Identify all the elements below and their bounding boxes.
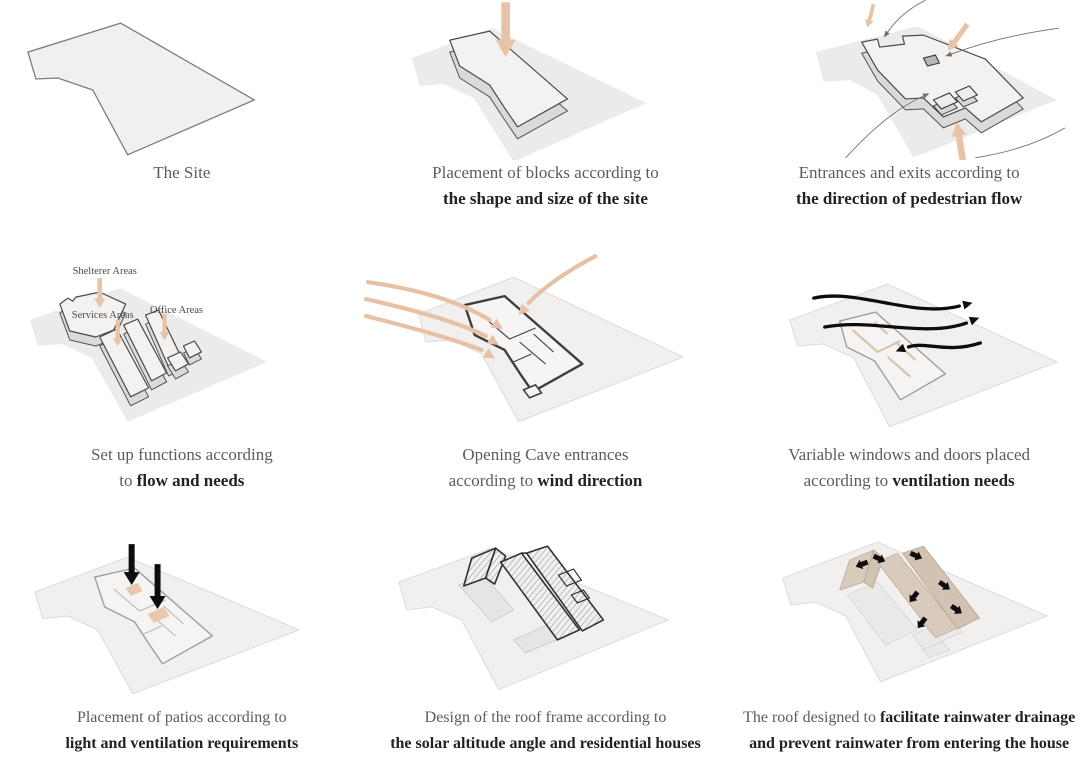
caption-roof-frame: Design of the roof frame according to th…: [390, 709, 701, 752]
panel-entrances-exits: Entrances and exits according to the dir…: [727, 0, 1091, 232]
patios-illustration: [34, 544, 301, 695]
pedestrian-arrow-icon: [862, 3, 878, 29]
entrance-block-top: [954, 85, 978, 102]
functions-illustration: Shelterer Areas Services Areas Office Ar…: [30, 266, 268, 422]
panel-patios: Placement of patios according to light a…: [0, 490, 364, 772]
site-illustration: [27, 22, 257, 156]
entrance-block-top: [932, 92, 958, 110]
building-block-top: [860, 34, 1024, 123]
caption-block-placement: Placement of blocks according to the sha…: [432, 163, 659, 208]
area-label-shelterer: Shelterer Areas: [73, 266, 137, 277]
light-arrow-icon: [149, 564, 166, 609]
wind-arrow-icon: [526, 254, 598, 306]
airflow-arrowhead-icon: [961, 298, 974, 310]
building-walls: [463, 294, 584, 394]
building-wall: [921, 641, 950, 659]
site-plot-shape: [27, 22, 257, 156]
wind-arrow-icon: [365, 280, 492, 323]
airflow-arrow-icon: [822, 321, 968, 331]
caption-functions-setup: Set up functions according to flow and n…: [90, 445, 273, 490]
panel-roof-frame: Design of the roof frame according to th…: [364, 490, 728, 772]
area-label-office: Office Areas: [150, 305, 203, 316]
airflow-arrow-icon: [906, 341, 982, 350]
building-walls: [838, 311, 946, 401]
interior-wall: [483, 316, 554, 365]
panel-cave-entrances: Opening Cave entrances according to wind…: [363, 232, 728, 490]
caption-cave-entrances: Opening Cave entrances according to wind…: [448, 445, 643, 490]
building-annex: [522, 383, 543, 399]
wind-arrow-icon: [363, 313, 484, 353]
interior-wall-tan: [851, 321, 916, 378]
entrance-hole: [922, 54, 940, 67]
caption-the-site: The Site: [153, 160, 210, 186]
windows-doors-illustration: [788, 283, 1059, 428]
caption-patios: Placement of patios according to light a…: [65, 709, 299, 752]
light-arrow-icon: [123, 544, 140, 586]
caption-windows-doors: Variable windows and doors placed accord…: [788, 445, 1030, 490]
panel-the-site: The Site: [0, 0, 364, 232]
caption-entrances-exits: Entrances and exits according to the dir…: [795, 163, 1023, 208]
rainwater-roof-illustration: [781, 541, 1049, 683]
roof-frame-illustration: [398, 545, 670, 691]
pedestrian-path-line: [974, 127, 1065, 159]
panel-block-placement: Placement of blocks according to the sha…: [364, 0, 728, 232]
building-wall: [846, 581, 918, 646]
roof-frame-planes: [462, 545, 605, 641]
airflow-arrow-icon: [811, 294, 961, 311]
entrances-illustration: [815, 0, 1065, 160]
pedestrian-path-line: [886, 0, 926, 33]
cave-entrances-illustration: [363, 254, 685, 423]
panel-functions-setup: Shelterer Areas Services Areas Office Ar…: [0, 232, 364, 490]
block-placement-illustration: [411, 2, 647, 160]
patio-area: [147, 606, 170, 623]
interior-wall: [113, 588, 185, 637]
caption-text: The Site: [153, 163, 211, 182]
panel-windows-doors: Variable windows and doors placed accord…: [727, 232, 1091, 490]
pedestrian-path-line: [950, 27, 1059, 55]
wind-arrow-icon: [363, 297, 488, 339]
panel-rainwater-roof: The roof designed to facilitate rainwate…: [727, 490, 1091, 772]
caption-rainwater-roof: The roof designed to facilitate rainwate…: [743, 709, 1076, 752]
pedestrian-path-line: [845, 95, 924, 159]
patio-area: [125, 583, 143, 597]
area-label-services: Services Areas: [72, 310, 134, 321]
